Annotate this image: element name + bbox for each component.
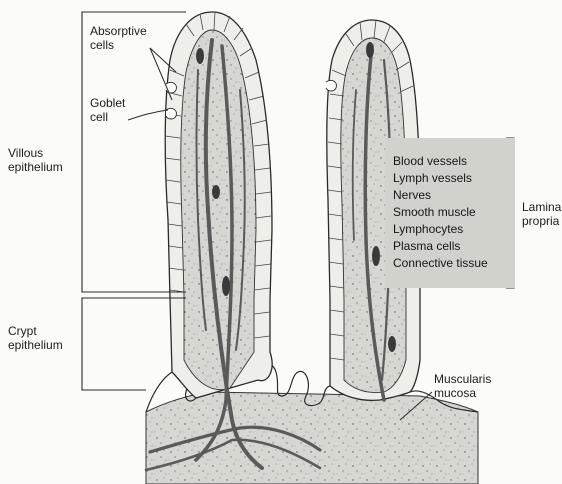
- muscularis-mucosa-label: Muscularis mucosa: [434, 372, 491, 400]
- lamina-item-connective-tissue: Connective tissue: [393, 256, 488, 270]
- left-villus-nucleus-mid: [212, 185, 220, 199]
- right-villus-goblet-cell: [326, 80, 336, 91]
- lamina-item-nerves: Nerves: [393, 188, 431, 202]
- left-villus-nucleus-top: [196, 48, 204, 64]
- right-villus-nucleus-top: [366, 42, 374, 58]
- goblet-cell-upper: [166, 82, 176, 93]
- absorptive-cells-label: Absorptive cells: [90, 24, 147, 52]
- left-villus-nucleus-low: [222, 276, 230, 296]
- lamina-item-plasma-cells: Plasma cells: [393, 239, 460, 253]
- crypt-epithelium-label: Crypt epithelium: [8, 324, 63, 352]
- lamina-propria-label: Lamina propria: [522, 200, 561, 228]
- right-villus-nucleus-low: [372, 246, 380, 266]
- right-villus-nucleus-base: [388, 336, 396, 352]
- goblet-cell-label: Goblet cell: [90, 96, 125, 124]
- lamina-propria-contents-box: Blood vessels Lymph vessels Nerves Smoot…: [385, 138, 515, 288]
- lamina-item-lymphocytes: Lymphocytes: [393, 222, 463, 236]
- lamina-item-lymph-vessels: Lymph vessels: [393, 171, 472, 185]
- villous-epithelium-label: Villous epithelium: [8, 146, 63, 174]
- lamina-item-blood-vessels: Blood vessels: [393, 154, 467, 168]
- lamina-item-smooth-muscle: Smooth muscle: [393, 205, 476, 219]
